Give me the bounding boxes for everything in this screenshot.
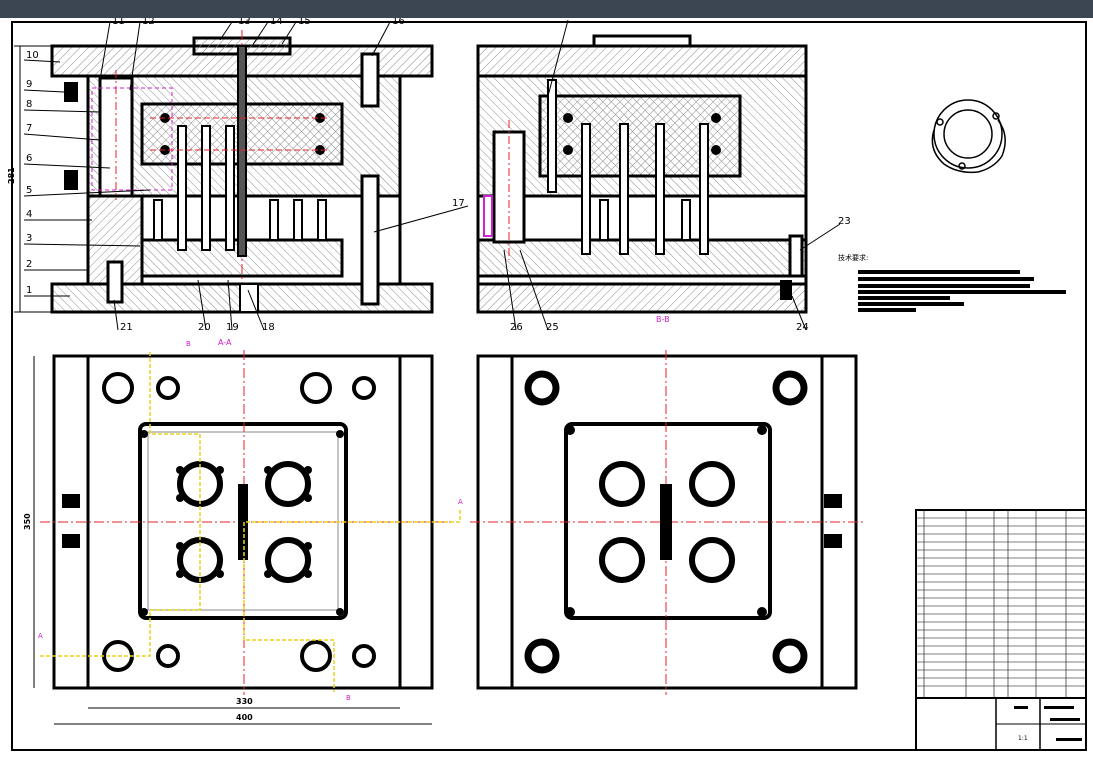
part-label-14: 14 [270,18,283,27]
part-iso-sketch [931,99,1006,174]
part-label-25: 25 [546,322,559,333]
part-label-11: 11 [112,18,125,27]
sheet-border [11,21,1087,751]
part-label-13: 13 [238,18,251,27]
part-label-18: 18 [262,322,275,333]
part-label-19: 19 [226,322,239,333]
part-label-5: 5 [26,185,32,196]
section-label-bb: B-B [656,315,670,324]
part-label-21: 21 [120,322,133,333]
technical-notes: 技术要求: [838,253,1066,312]
part-label-16: 16 [392,18,405,27]
title-block: 1:1 [915,509,1087,751]
dim-width-outer: 400 [236,713,253,722]
side-section-view: 23 24 25 26 B-B [476,19,851,333]
part-label-1: 1 [26,285,32,296]
part-label-2: 2 [26,259,32,270]
dim-height-left: 281 [7,167,16,184]
part-label-20: 20 [198,322,211,333]
dim-height-plan: 350 [23,513,32,530]
plan-view-moving-half: B A A B 350 330 400 [23,340,463,725]
part-label-6: 6 [26,153,32,164]
front-section-view: 281 1 2 3 4 5 6 7 8 9 10 11 12 [7,18,469,347]
scale-value: 1:1 [1018,735,1028,742]
section-marker-a2: A [38,632,43,640]
cad-drawing-sheet: 281 1 2 3 4 5 6 7 8 9 10 11 12 [7,18,1087,751]
part-label-4: 4 [26,209,32,220]
part-label-24: 24 [796,322,809,333]
plan-view-fixed-half [470,350,866,695]
part-label-7: 7 [26,123,32,134]
part-label-3: 3 [26,233,32,244]
section-marker-a1: A [458,498,463,506]
part-label-15: 15 [298,18,311,27]
part-label-23: 23 [838,216,851,227]
part-label-8: 8 [26,99,32,110]
section-label-aa: A-A [218,338,232,347]
part-label-9: 9 [26,79,32,90]
part-label-26: 26 [510,322,523,333]
part-label-12: 12 [142,18,155,27]
part-label-17: 17 [452,198,465,209]
window-title-bar [0,0,1093,18]
section-marker-b2: B [346,694,351,702]
section-marker-b1: B [186,340,191,348]
part-label-10: 10 [26,50,39,61]
dim-width-inner: 330 [236,697,253,706]
notes-title: 技术要求: [838,253,868,262]
